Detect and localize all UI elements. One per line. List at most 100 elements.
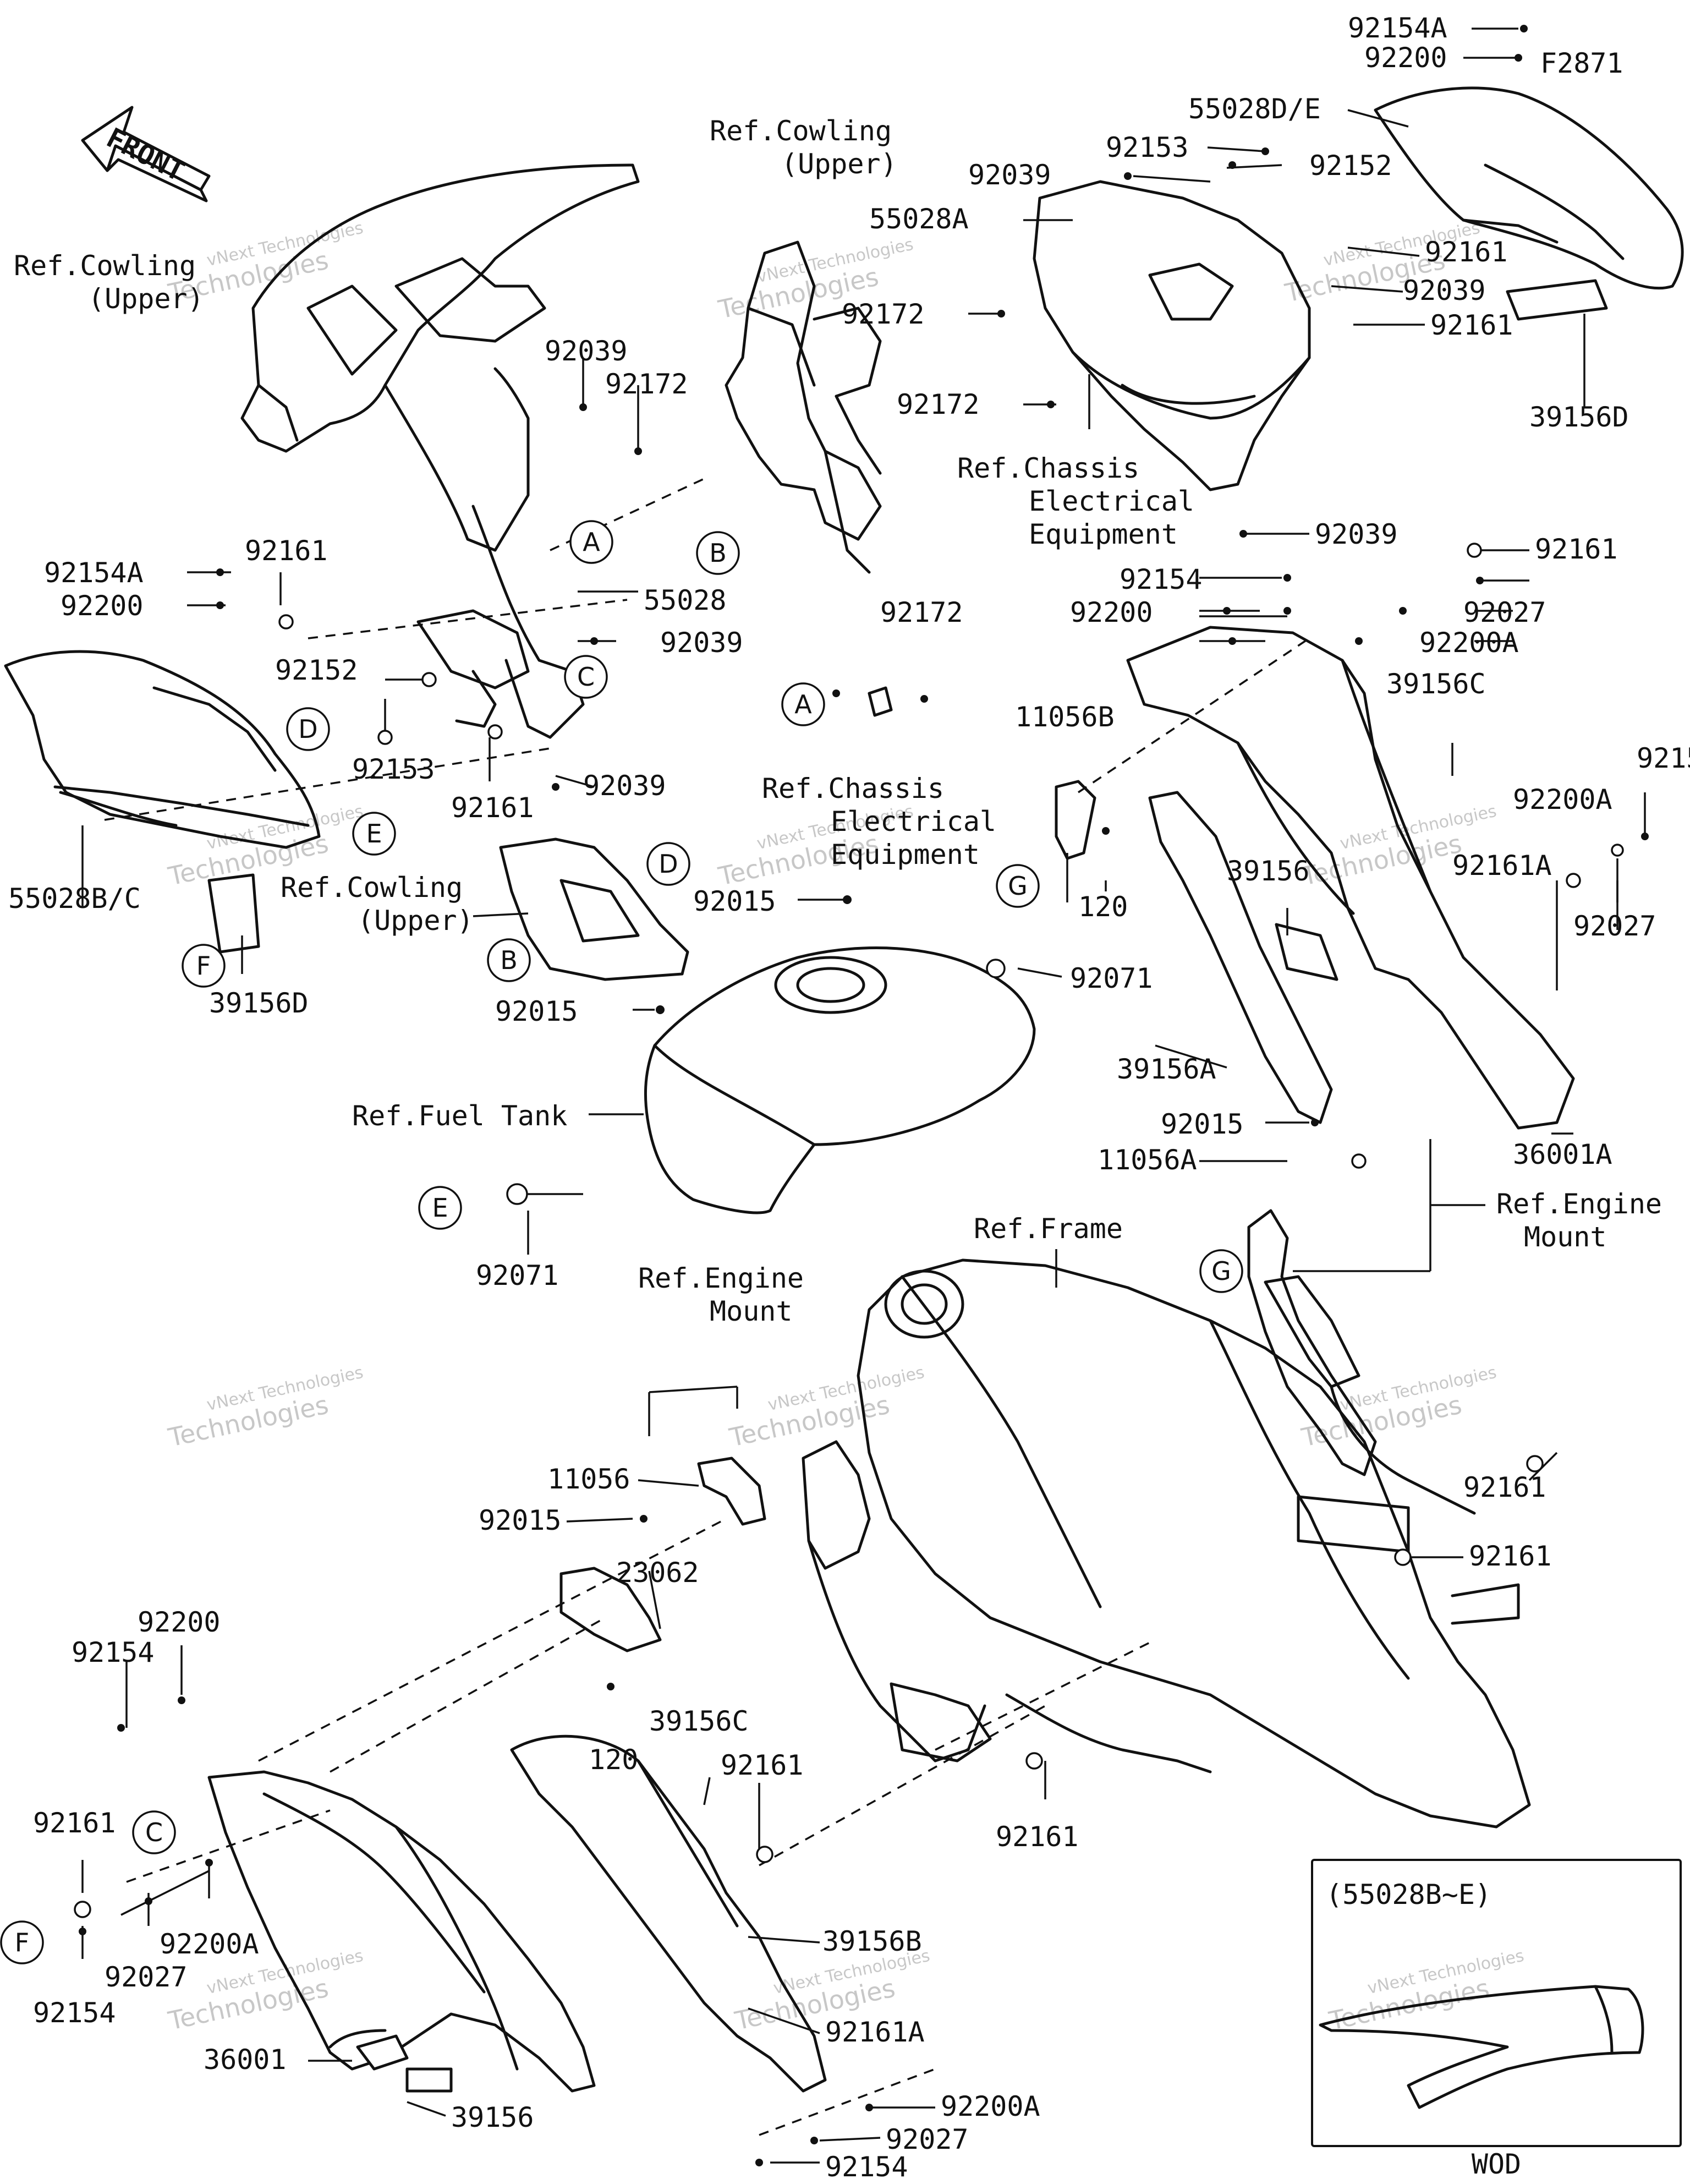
- ref-letter: G: [1211, 1256, 1231, 1286]
- part-label: Equipment: [1029, 518, 1178, 550]
- ref-letter: E: [366, 819, 382, 849]
- part-label: 92015: [693, 885, 776, 917]
- ref-letter: B: [500, 945, 518, 975]
- part-label: 92154: [1120, 563, 1203, 595]
- part-label: Electrical: [831, 806, 996, 838]
- part-label: 92071: [476, 1260, 559, 1291]
- ref-circle-g2: G: [1199, 1249, 1243, 1293]
- diagram-code: F2871: [1540, 47, 1623, 79]
- bracket-23062: [559, 1567, 662, 1652]
- part-label: Ref.Chassis: [957, 452, 1139, 484]
- part-labels: 92154A 92200 F2871 55028D/E 92153 92039 …: [8, 12, 1690, 2183]
- part-label: Ref.Chassis: [762, 773, 944, 804]
- part-label: 92154: [72, 1636, 155, 1668]
- part-label: 92152: [275, 654, 358, 686]
- part-label: 55028: [644, 584, 727, 616]
- part-label: 92161: [245, 535, 328, 567]
- part-label: 11056A: [1098, 1144, 1197, 1176]
- ref-letter: D: [298, 714, 317, 744]
- part-label: 92161: [33, 1807, 116, 1839]
- leader-lines: [81, 28, 1646, 2164]
- part-label: 92200: [138, 1606, 221, 1638]
- connector-A: [868, 686, 893, 717]
- fastener-markers: [74, 25, 1649, 2166]
- trim-strip-39156-lower: [405, 2067, 453, 2093]
- part-label: 39156D: [209, 987, 309, 1019]
- part-label: 92161: [721, 1749, 804, 1781]
- part-label: 92154A: [1348, 12, 1447, 44]
- part-label: 92161: [996, 1821, 1079, 1853]
- part-label: 92172: [897, 388, 980, 420]
- lower-cowling-left: [207, 1770, 596, 2093]
- part-label: 92161A: [825, 2016, 925, 2048]
- part-label: 92200: [1364, 42, 1447, 74]
- ref-letter: F: [196, 951, 211, 981]
- ref-circle-d: D: [286, 707, 330, 751]
- ref-circle-c2: C: [132, 1810, 176, 1854]
- part-label: 23062: [616, 1557, 699, 1589]
- part-label: 92154A: [44, 557, 144, 589]
- part-label: (Upper): [88, 283, 204, 315]
- part-label: 92161: [1469, 1540, 1552, 1572]
- part-label: 92154: [1637, 742, 1690, 774]
- ref-circle-a2: A: [781, 682, 825, 726]
- part-label: 92039: [583, 770, 666, 802]
- inset-footer: WOD: [1472, 2148, 1521, 2180]
- part-label: 92153: [1106, 132, 1189, 163]
- ref-circle-c: C: [564, 655, 608, 699]
- ref-circle-a: A: [569, 520, 613, 564]
- inner-lower-panel: [510, 1734, 827, 2093]
- side-fairing-upper-right: [1374, 86, 1684, 290]
- part-label: 55028A: [869, 203, 969, 235]
- part-label: 92039: [968, 159, 1051, 191]
- inner-upper-panel-right: [1033, 180, 1311, 491]
- part-label: 92200: [61, 590, 144, 622]
- part-label: 92027: [886, 2123, 969, 2155]
- part-label: 39156C: [649, 1705, 749, 1737]
- upper-cowling-bracket: [240, 163, 640, 739]
- inset-title: (55028B~E): [1326, 1879, 1491, 1911]
- part-label: 92161A: [1452, 850, 1552, 882]
- trim-strip-39156D-top: [1506, 279, 1608, 321]
- ref-circle-e2: E: [418, 1186, 462, 1230]
- trim-strip-39156D-left: [207, 873, 260, 954]
- part-label: 92161: [1535, 533, 1618, 565]
- part-label: 39156A: [1117, 1053, 1216, 1085]
- part-label: 11056: [547, 1463, 630, 1495]
- ref-letter: D: [659, 849, 678, 879]
- part-label: 120: [1078, 891, 1128, 923]
- part-label: 39156: [451, 2101, 534, 2133]
- front-label: FRONT: [102, 122, 190, 188]
- side-cowling-left: [4, 650, 321, 849]
- ref-circle-e: E: [352, 812, 396, 856]
- bracket-11056B: [1055, 780, 1096, 860]
- ref-circle-f: F: [182, 944, 226, 988]
- part-label: (Upper): [781, 148, 897, 180]
- ref-circle-d2: D: [646, 842, 690, 886]
- part-label: 92172: [880, 596, 963, 628]
- ref-circle-f2: F: [0, 1920, 44, 1964]
- part-label: 92071: [1070, 962, 1153, 994]
- part-label: 92039: [1403, 275, 1486, 306]
- rear-subframe-G: [1247, 1209, 1377, 1476]
- part-label: 92200A: [160, 1928, 259, 1960]
- part-label: Ref.Fuel Tank: [352, 1100, 567, 1132]
- part-label: 92172: [842, 298, 925, 330]
- trim-strip-39156A: [1148, 791, 1333, 1124]
- fuel-tank: [644, 946, 1036, 1214]
- part-label: Ref.Frame: [974, 1213, 1123, 1245]
- part-label: 92039: [545, 335, 628, 367]
- center-cowl-bracket: [499, 838, 689, 981]
- ref-letter: C: [577, 662, 595, 692]
- part-label: 11056B: [1015, 701, 1115, 733]
- part-label: 92161: [451, 792, 534, 824]
- part-label: 92161: [1430, 309, 1513, 341]
- part-label: Electrical: [1029, 485, 1194, 517]
- part-label: 39156B: [822, 1925, 922, 1957]
- part-label: 92154: [33, 1997, 116, 2029]
- part-label: 39156: [1227, 855, 1310, 887]
- part-label: Ref.Engine: [1496, 1188, 1662, 1220]
- ref-circle-g: G: [996, 864, 1040, 908]
- part-label: 55028B/C: [8, 883, 141, 915]
- part-label: Ref.Cowling: [14, 250, 196, 282]
